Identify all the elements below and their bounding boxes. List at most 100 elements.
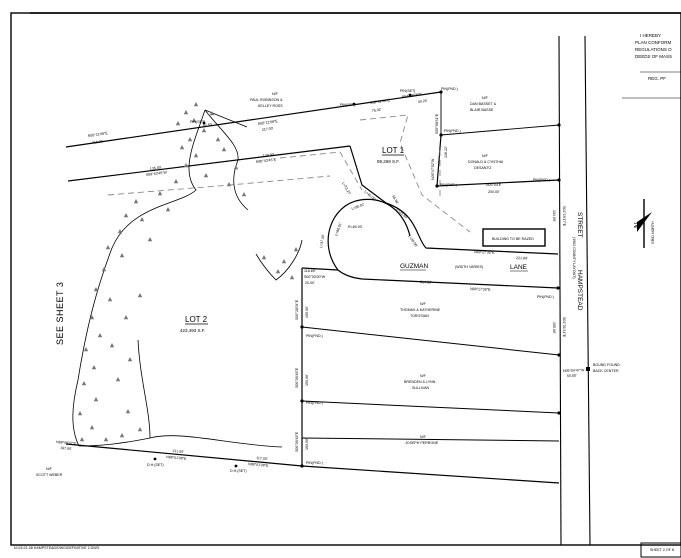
owner-line: SCOTT WEBER bbox=[36, 473, 63, 477]
owner-line: SULLIVAN bbox=[412, 386, 430, 390]
tree-symbol bbox=[191, 118, 197, 123]
tree-symbol bbox=[101, 267, 107, 272]
bearing-label: N88°01'08"E bbox=[248, 462, 269, 468]
distance-label: 150.00' bbox=[305, 438, 309, 450]
owner-line: N/F bbox=[482, 154, 489, 158]
dh-set-label: D.H.(SET) bbox=[147, 463, 164, 467]
owner-line: N/F bbox=[420, 302, 427, 306]
tree-symbol bbox=[123, 213, 129, 218]
tree-symbol bbox=[107, 297, 113, 302]
tree-symbol bbox=[179, 145, 185, 150]
lot-1-area: 99,269 S.F. bbox=[377, 159, 400, 164]
wetland-boundary bbox=[72, 109, 303, 448]
bearing-label: N88°01'08"E bbox=[166, 455, 187, 461]
tree-symbol bbox=[115, 377, 121, 382]
see-sheet-label: SEE SHEET 3 bbox=[55, 282, 65, 345]
tree-symbol bbox=[91, 365, 97, 370]
hampstead-label: HAMPSTEAD bbox=[576, 270, 583, 311]
lot-2-name: LOT 2 bbox=[185, 315, 208, 324]
bearing-label: S55°08'31"E bbox=[435, 113, 439, 134]
arc-label: L=80.01' bbox=[351, 202, 366, 211]
arc-label: L=20.00' bbox=[407, 234, 418, 248]
hampstead-street: STREET HAMPSTEAD (1902 COUNTY LAYOUT) bbox=[558, 35, 591, 546]
distance-label: 97.50' bbox=[203, 123, 213, 128]
distance-label: 150.06' bbox=[305, 374, 309, 386]
tree-symbol bbox=[157, 191, 163, 196]
owner-line: BRENDEN & LYNN bbox=[404, 380, 436, 384]
tree-symbol bbox=[93, 397, 99, 402]
distance-label: 134.09' bbox=[552, 210, 556, 222]
tree-symbol bbox=[105, 245, 111, 250]
building-footprint: BUILDING TO BE RAZED bbox=[482, 228, 546, 247]
owner-line: KELLEY ROSS bbox=[258, 104, 283, 108]
bearing-label: N54°56'09"E bbox=[402, 92, 423, 99]
distance-label: 55.94' bbox=[391, 195, 399, 206]
owner-labels: N/F PAUL ROBINSON & KELLEY ROSS N/F DAN … bbox=[36, 92, 504, 477]
tree-symbol bbox=[203, 173, 209, 178]
distance-label: 221.89' bbox=[516, 256, 528, 260]
tree-symbol bbox=[183, 110, 189, 115]
tree-symbol bbox=[119, 253, 125, 258]
owner-line: TOROSIAN bbox=[410, 314, 429, 318]
tree-symbol bbox=[281, 259, 287, 264]
distance-label: 40.24' bbox=[418, 99, 428, 104]
lane-width-label: (WIDTH VARIES) bbox=[455, 265, 483, 269]
bearing-label: N05°47'52"W bbox=[431, 158, 435, 180]
tree-symbol bbox=[89, 315, 95, 320]
distance-label: 135.00' bbox=[150, 166, 162, 171]
lot-1-name: LOT 1 bbox=[382, 146, 405, 155]
tree-symbol bbox=[226, 182, 232, 187]
tree-symbol bbox=[209, 111, 215, 116]
distance-label: 170.00' bbox=[263, 153, 275, 158]
lot-2-area: 423,493 S.F. bbox=[180, 328, 205, 333]
tree-symbols bbox=[77, 102, 299, 442]
file-path-label: N:\21\21-08 HAMPSTEAD\DWG\DEFINITIVE 2.D… bbox=[14, 546, 100, 550]
lot-1-label: LOT 1 99,269 S.F. bbox=[377, 146, 405, 164]
tree-symbol bbox=[241, 192, 247, 197]
arc-label: L=73.27' bbox=[341, 182, 352, 196]
owner-line: N/F bbox=[420, 435, 427, 439]
bearing-label: N55°11'08"E bbox=[88, 131, 109, 138]
tree-symbol bbox=[125, 409, 131, 414]
tree-symbol bbox=[79, 437, 85, 442]
pin-found-label: PIN(FND.) bbox=[440, 183, 457, 187]
distance-label: 200.00' bbox=[488, 190, 500, 194]
distance-label: 155.00' bbox=[552, 322, 556, 334]
pin-set-label: PIN(SET) bbox=[340, 103, 355, 107]
tree-symbol bbox=[119, 433, 125, 438]
arc-label: L=37.00' bbox=[319, 234, 325, 249]
tree-symbol bbox=[147, 237, 153, 242]
distance-label: 118.69' bbox=[304, 269, 316, 273]
tree-symbol bbox=[139, 217, 145, 222]
bearing-label: S00°00'48"E bbox=[295, 367, 299, 388]
distance-label: 197.00' bbox=[60, 446, 72, 451]
bound-found-label: BOUND FOUND bbox=[593, 363, 620, 367]
tree-symbol bbox=[83, 347, 89, 352]
distance-label: 136.22' bbox=[444, 146, 448, 158]
tree-symbol bbox=[103, 437, 109, 442]
tree-symbol bbox=[193, 102, 199, 107]
tree-symbol bbox=[165, 207, 171, 212]
reg-label: REG. PF bbox=[648, 76, 666, 81]
bearing-label: S00°00'00"W bbox=[304, 275, 326, 279]
bearing-label: S00°00'48"E bbox=[295, 431, 299, 452]
monument-markers: PIN(SET) PIN(SET) PIN(SET) PIN(FND.) PIN… bbox=[147, 87, 620, 473]
tree-symbol bbox=[221, 147, 227, 152]
owner-line: DESANTO bbox=[474, 166, 492, 170]
tree-symbol bbox=[93, 287, 99, 292]
owner-line: JOSEPH PERRONE bbox=[405, 441, 439, 445]
street-label: STREET bbox=[576, 212, 583, 238]
distance-label: 716.95' bbox=[92, 139, 104, 145]
tree-symbol bbox=[187, 137, 193, 142]
arc-label: L=86.91' bbox=[334, 222, 343, 237]
cert-line: REGULATIONS O bbox=[635, 47, 672, 52]
cert-line: PLAN CONFORM bbox=[635, 40, 672, 45]
bearing-label: N89°43'45"E bbox=[256, 157, 277, 164]
distance-label: 117.00' bbox=[256, 456, 268, 461]
tree-symbol bbox=[137, 293, 143, 298]
tree-symbol bbox=[123, 315, 129, 320]
bearing-label: N89°59'07"E bbox=[56, 440, 77, 446]
guzman-lane-labels: GUZMAN LANE (WIDTH VARIES) bbox=[400, 263, 528, 272]
pin-found-label: PIN(FND.) bbox=[306, 334, 323, 338]
